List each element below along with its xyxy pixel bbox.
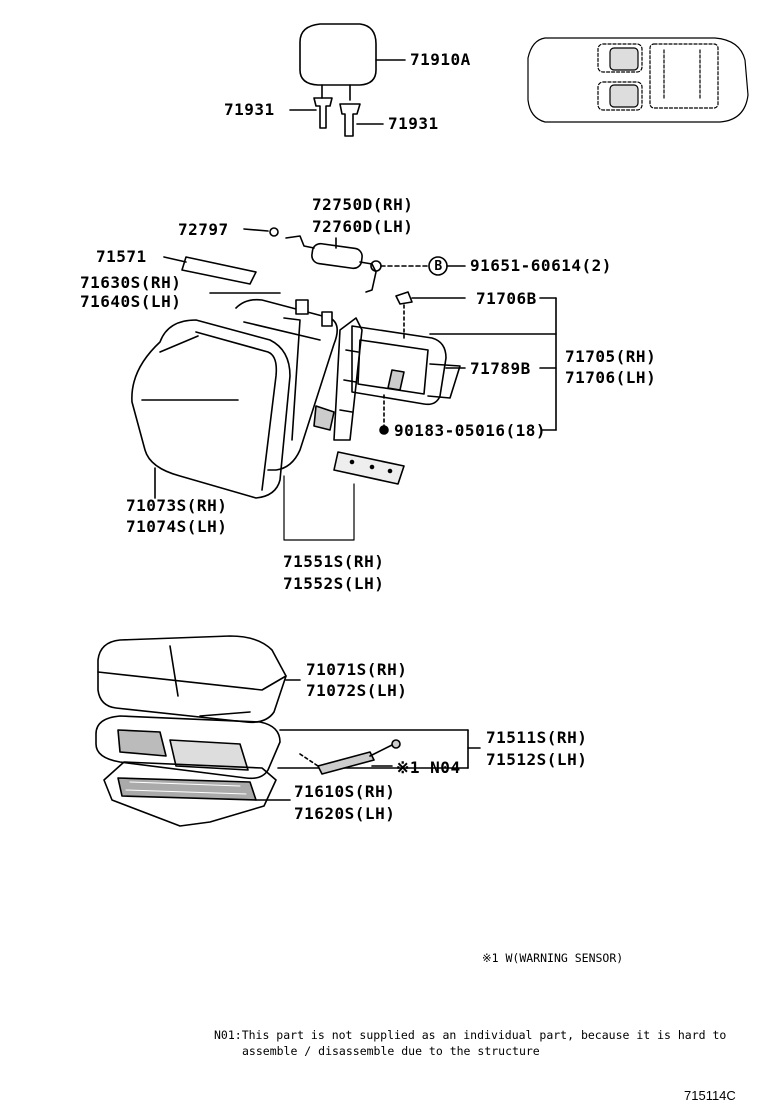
- cushion-frame-shape: [103, 761, 291, 827]
- bracket-71551: [283, 475, 355, 541]
- circle-b-label: B: [434, 259, 443, 274]
- seatback-frame-shape: [313, 317, 363, 441]
- label-cushion-cover-rh: 71071S(RH): [306, 660, 408, 679]
- pad-71571-shape: [163, 256, 257, 285]
- label-hinge-rh: 72750D(RH): [312, 195, 414, 214]
- label-back-cover-rh: 71073S(RH): [126, 496, 228, 515]
- label-support-left: 71931: [224, 100, 275, 119]
- headrest-shape: [299, 23, 406, 101]
- label-screw: 90183-05016(18): [394, 421, 546, 440]
- label-back-cover-lh: 71074S(LH): [126, 517, 228, 536]
- bolt-b-shape: [370, 256, 466, 276]
- label-pad-71571: 71571: [96, 247, 147, 266]
- label-cushion-pad-lh: 71512S(LH): [486, 750, 588, 769]
- vehicle-locator-icon: [527, 37, 749, 123]
- label-cushion-cover-lh: 71072S(LH): [306, 681, 408, 700]
- label-panel-rh: 71705(RH): [565, 347, 657, 366]
- cushion-pad-shape: [95, 715, 481, 780]
- warning-sensor-shape: [299, 739, 401, 775]
- seatback-pad-shape: [235, 298, 338, 471]
- bracket-71705: [429, 297, 557, 431]
- headrest-supports: [289, 97, 384, 137]
- label-bolt-b: 91651-60614(2): [470, 256, 612, 275]
- label-panel-lh: 71706(LH): [565, 368, 657, 387]
- label-hinge-lh: 72760D(LH): [312, 217, 414, 236]
- screw-icon: [379, 394, 389, 435]
- note-n01-line1: N01:This part is not supplied as an indi…: [214, 1028, 727, 1042]
- label-sensor: ※1 N04: [396, 758, 461, 777]
- clip-72797-icon: [243, 227, 279, 237]
- label-cushion-frame-rh: 71610S(RH): [294, 782, 396, 801]
- note-n01-line2: assemble / disassemble due to the struct…: [242, 1044, 540, 1058]
- cushion-cover-shape: [97, 635, 301, 724]
- label-cushion-pad-rh: 71511S(RH): [486, 728, 588, 747]
- label-back-pad-rh: 71551S(RH): [283, 552, 385, 571]
- label-cushion-frame-lh: 71620S(LH): [294, 804, 396, 823]
- label-clip-b: 71706B: [476, 289, 537, 308]
- seatback-hinge-shape: [285, 235, 377, 293]
- label-back-pad-lh: 71552S(LH): [283, 574, 385, 593]
- note-warning-sensor: ※1 W(WARNING SENSOR): [482, 951, 624, 965]
- label-headrest: 71910A: [410, 50, 471, 69]
- label-lock-b: 71789B: [470, 359, 531, 378]
- seatback-cover-shape: [131, 319, 291, 499]
- back-panel-shape: [351, 325, 466, 406]
- label-frame-rh: 71630S(RH): [80, 273, 182, 292]
- figure-id: 715114C: [684, 1088, 736, 1103]
- label-frame-lh: 71640S(LH): [80, 292, 182, 311]
- clip-71706b-icon: [395, 291, 466, 341]
- label-support-right: 71931: [388, 114, 439, 133]
- back-pad-71551-shape: [333, 451, 405, 485]
- label-clip: 72797: [178, 220, 229, 239]
